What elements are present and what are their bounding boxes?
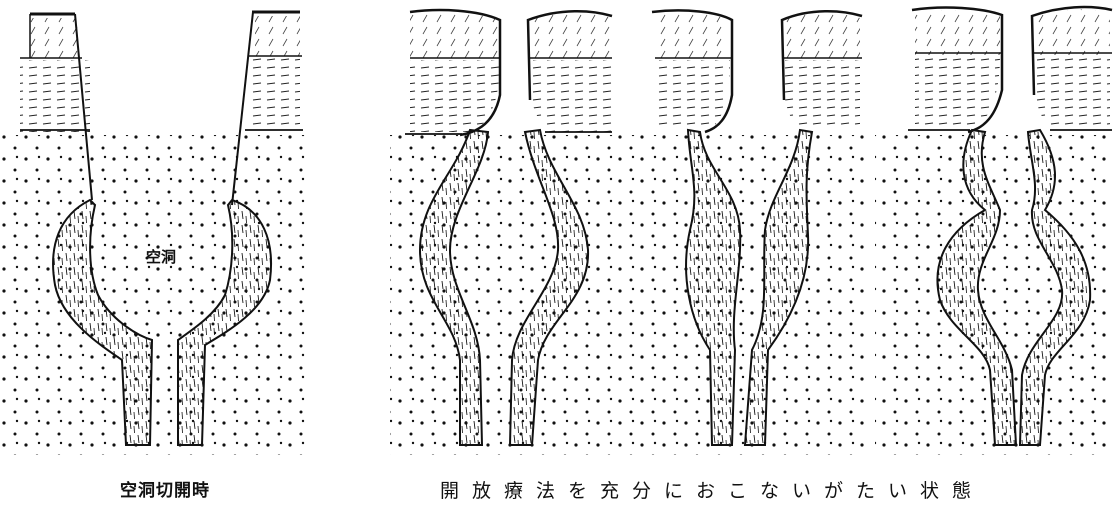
cavity-label: 空洞 <box>146 246 176 267</box>
caption-cavity-opened: 空洞切開時 <box>120 476 210 501</box>
skin-cap-right <box>528 11 612 132</box>
panel-narrow-tract-3 <box>875 7 1112 455</box>
skin-cap-left <box>908 8 1002 132</box>
skin-cap-left <box>652 10 732 132</box>
panel-narrow-tract-1 <box>390 10 650 455</box>
skin-cap-right <box>1032 7 1112 130</box>
skin-cap-left <box>405 10 500 135</box>
panel-cavity-opened <box>0 12 310 455</box>
caption-insufficient-drainage: 開放療法を充分におこないがたい状態 <box>440 476 984 503</box>
panel-narrow-tract-2 <box>650 10 870 455</box>
skin-cap-right <box>782 11 862 130</box>
